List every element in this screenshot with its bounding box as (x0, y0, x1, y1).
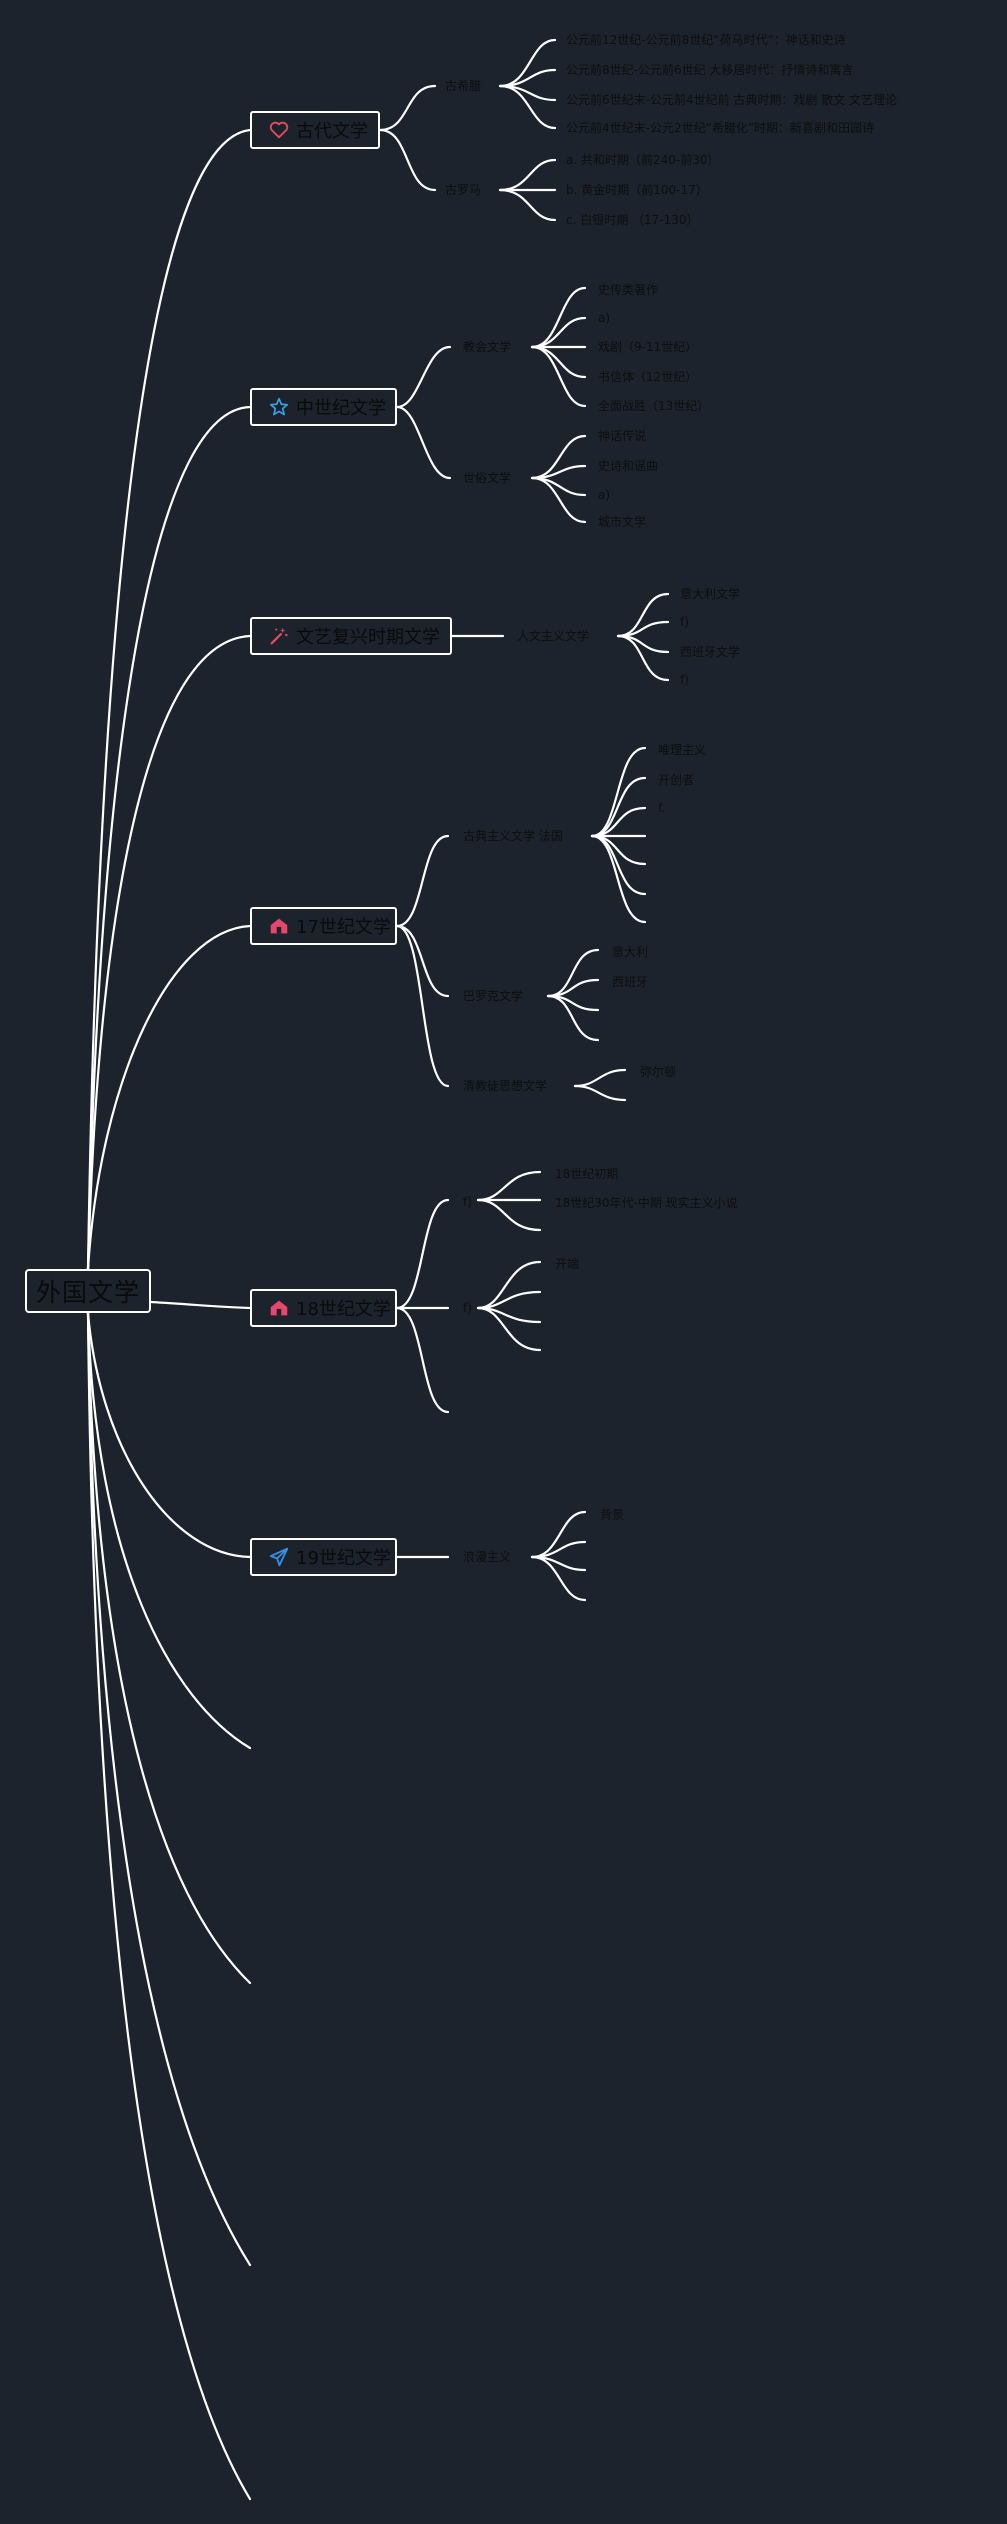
topic-18th-century-literature[interactable]: 18世纪文学 (250, 1289, 397, 1327)
subtopic-romanticism[interactable]: 浪漫主义 (463, 1550, 512, 1564)
subtopic-puritan[interactable]: 清教徒思想文学 (463, 1079, 548, 1093)
topic-label: 文艺复兴时期文学 (296, 627, 440, 648)
leaf-topic[interactable]: 公元前6世纪末-公元前4世纪前 古典时期：戏剧 散文 文艺理论 (566, 93, 898, 107)
leaf-topic[interactable]: f) (680, 615, 689, 629)
leaf-topic[interactable]: 神话传说 (598, 429, 647, 443)
leaf-topic[interactable]: 18世纪初期 (555, 1167, 619, 1181)
leaf-topic[interactable]: 开创者 (658, 773, 695, 787)
subtopic-rome[interactable]: 古罗马 (445, 183, 482, 197)
house-icon (268, 915, 290, 937)
subtopic-branch[interactable]: f) (463, 1195, 472, 1209)
leaf-topic[interactable]: 弥尔顿 (640, 1065, 677, 1079)
leaf-topic[interactable]: 公元前8世纪-公元前6世纪 大移居时代：抒情诗和寓言 (566, 63, 854, 77)
house-icon (268, 1297, 290, 1319)
leaf-topic[interactable]: 公元前4世纪末-公元2世纪“希腊化”时期：新喜剧和田园诗 (566, 121, 875, 135)
subtopic-classicism[interactable]: 古典主义文学 法国 (463, 829, 563, 843)
topic-ancient-literature[interactable]: 古代文学 (250, 111, 380, 149)
star-icon (268, 396, 290, 418)
topic-label: 古代文学 (296, 121, 368, 142)
leaf-topic[interactable]: 西班牙文学 (680, 645, 741, 659)
leaf-topic[interactable]: 公元前12世纪-公元前8世纪“荷马时代”：神话和史诗 (566, 33, 846, 47)
magic-wand-icon (268, 625, 290, 647)
topic-label: 中世纪文学 (296, 398, 386, 419)
topic-renaissance-literature[interactable]: 文艺复兴时期文学 (250, 617, 452, 655)
leaf-topic[interactable]: 背景 (600, 1508, 625, 1522)
leaf-topic[interactable]: b. 黄金时期（前100-17） (566, 183, 708, 197)
subtopic-baroque[interactable]: 巴罗克文学 (463, 989, 524, 1003)
root-topic-label: 外国文学 (35, 1278, 140, 1307)
subtopic-greece[interactable]: 古希腊 (445, 79, 482, 93)
leaf-topic[interactable]: 意大利 (612, 945, 649, 959)
leaf-topic[interactable]: 西班牙 (612, 975, 649, 989)
leaf-topic[interactable]: a. 共和时期（前240-前30） (566, 153, 720, 167)
root-topic[interactable]: 外国文学 (25, 1269, 151, 1313)
leaf-topic[interactable]: 意大利文学 (680, 587, 741, 601)
leaf-topic[interactable]: f) (680, 673, 689, 687)
leaf-topic[interactable]: 史传类著作 (598, 283, 659, 297)
leaf-topic[interactable]: 全面战胜（13世纪） (598, 399, 710, 413)
topic-17th-century-literature[interactable]: 17世纪文学 (250, 907, 397, 945)
subtopic-secular-literature[interactable]: 世俗文学 (463, 471, 512, 485)
leaf-topic[interactable]: 史诗和谣曲 (598, 459, 659, 473)
subtopic-humanism[interactable]: 人文主义文学 (517, 629, 590, 643)
leaf-topic[interactable]: 开端 (555, 1257, 580, 1271)
leaf-topic[interactable]: a) (598, 311, 611, 325)
heart-icon (268, 119, 290, 141)
leaf-topic[interactable]: 唯理主义 (658, 743, 707, 757)
topic-label: 18世纪文学 (296, 1299, 391, 1320)
leaf-topic[interactable]: a) (598, 488, 611, 502)
topic-label: 19世纪文学 (296, 1548, 391, 1569)
topic-medieval-literature[interactable]: 中世纪文学 (250, 388, 397, 426)
leaf-topic[interactable]: 书信体（12世纪） (598, 370, 698, 384)
leaf-topic[interactable]: 18世纪30年代-中期 现实主义小说 (555, 1196, 738, 1210)
leaf-topic[interactable]: f. (658, 801, 666, 815)
paper-plane-icon (268, 1546, 290, 1568)
topic-19th-century-literature[interactable]: 19世纪文学 (250, 1538, 397, 1576)
subtopic-church-literature[interactable]: 教会文学 (463, 340, 512, 354)
leaf-topic[interactable]: c. 白银时期 （17-130） (566, 213, 699, 227)
subtopic-branch[interactable]: f) (463, 1301, 472, 1315)
leaf-topic[interactable]: 戏剧（9-11世纪） (598, 340, 698, 354)
topic-label: 17世纪文学 (296, 917, 391, 938)
leaf-topic[interactable]: 城市文学 (598, 515, 647, 529)
